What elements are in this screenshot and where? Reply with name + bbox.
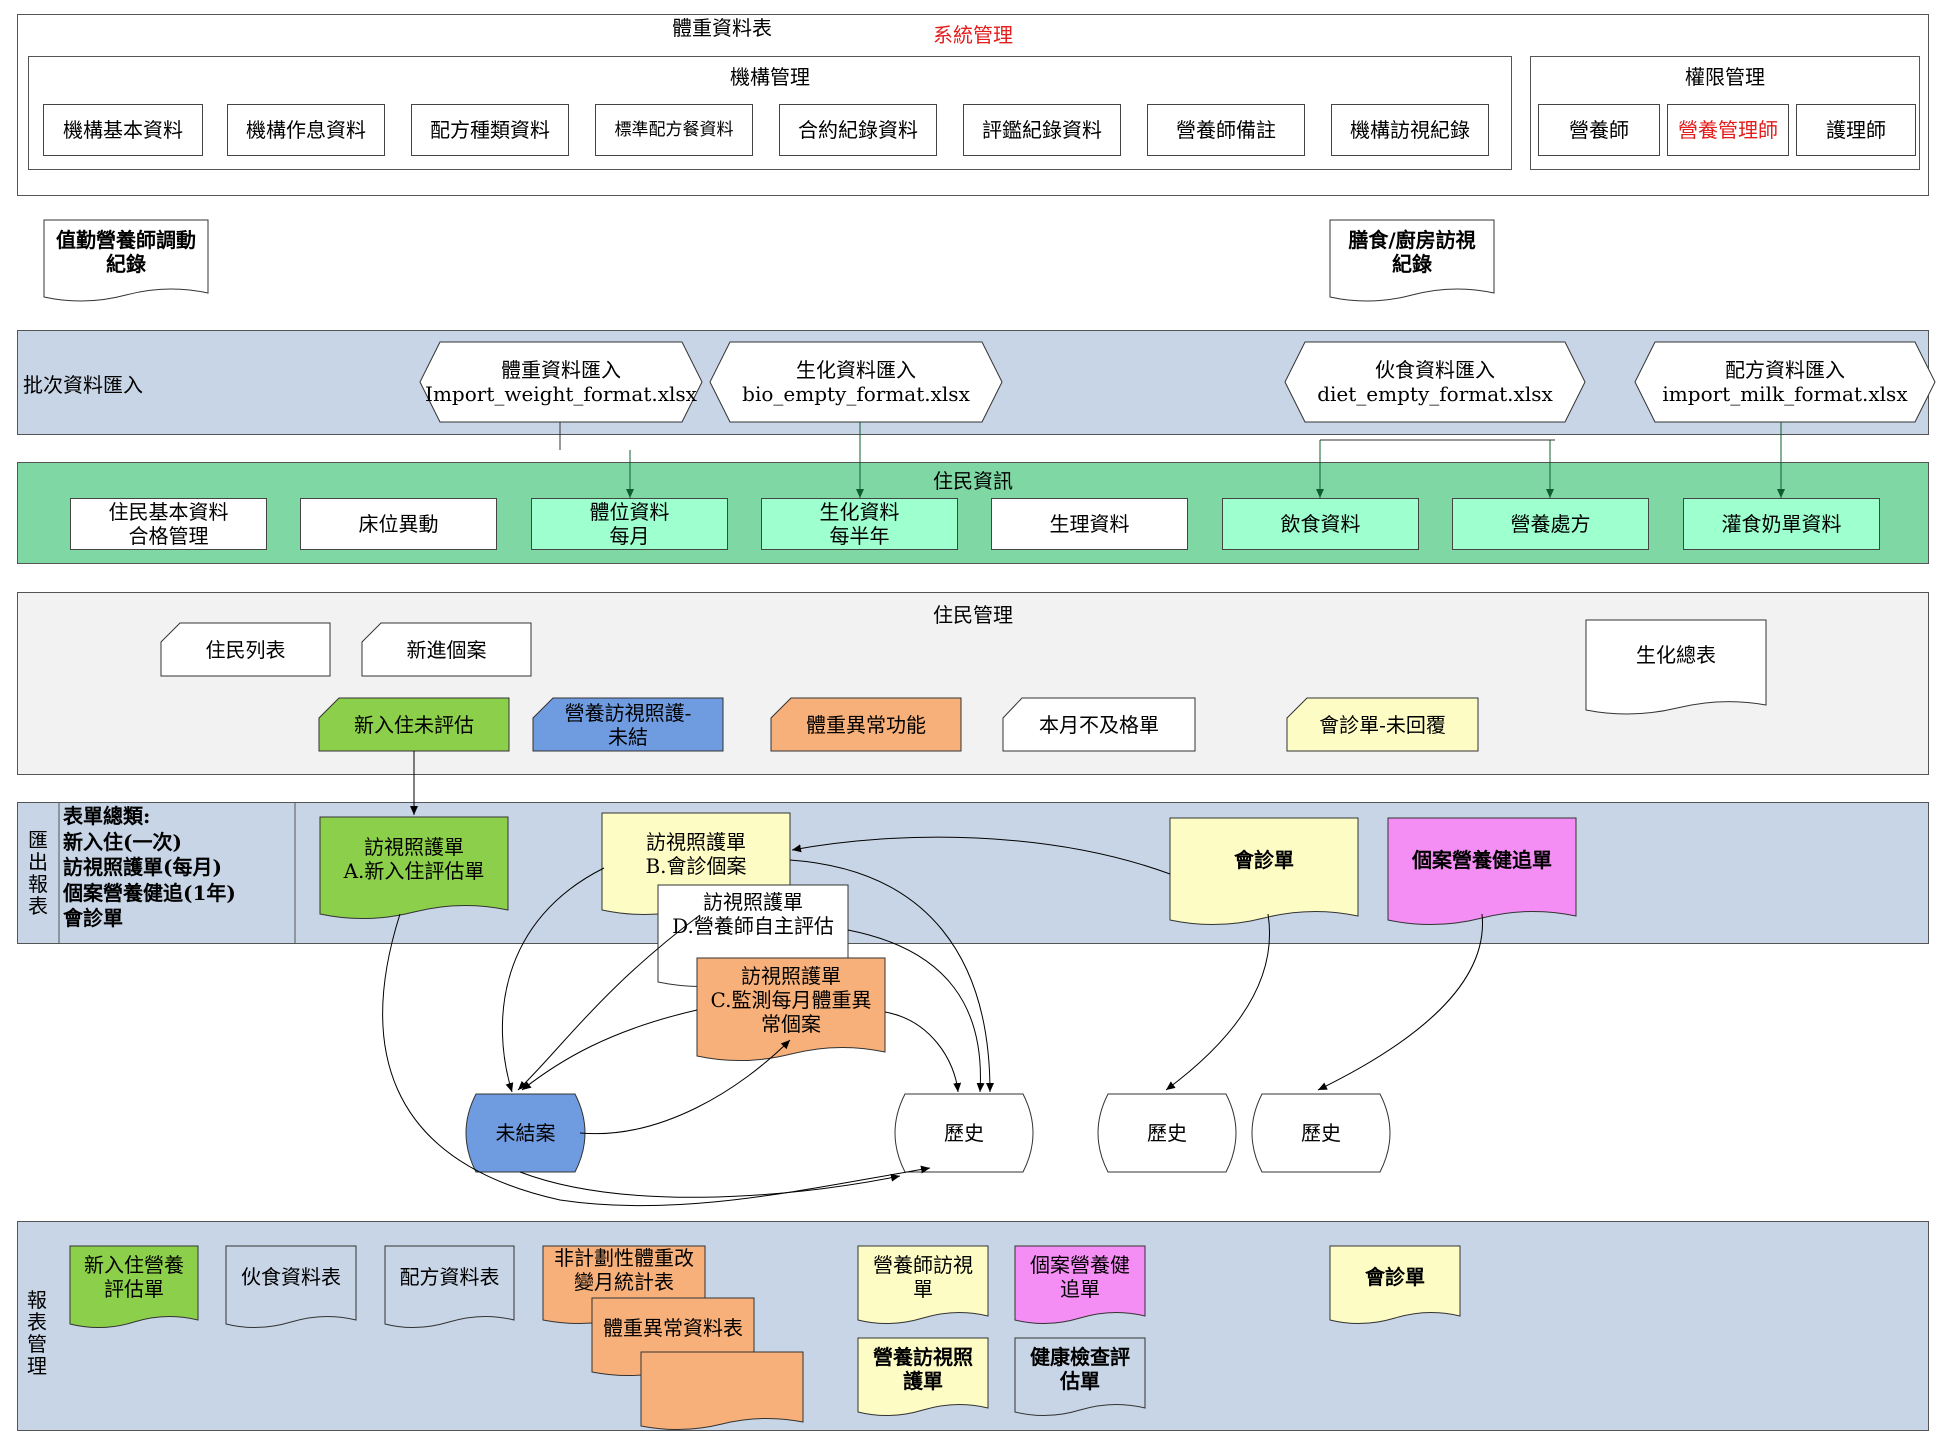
report-new-assessment[interactable] bbox=[69, 1245, 199, 1329]
consult-doc[interactable] bbox=[1169, 817, 1359, 925]
bio-summary-doc[interactable] bbox=[1585, 619, 1767, 715]
system-management-panel: 系統管理 bbox=[17, 14, 1929, 196]
org-item-dietitian-note[interactable]: 營養師備註 bbox=[1147, 104, 1305, 156]
info-body-data[interactable]: 體位資料 每月 bbox=[531, 498, 728, 550]
card-weight-abnormal[interactable] bbox=[770, 697, 962, 752]
batch-import-title: 批次資料匯入 bbox=[23, 373, 143, 397]
duty-record-doc bbox=[43, 219, 209, 302]
permission-title: 權限管理 bbox=[1685, 65, 1765, 89]
info-bed-change[interactable]: 床位異動 bbox=[300, 498, 497, 550]
form-a-doc[interactable] bbox=[319, 816, 509, 919]
org-management-title: 機構管理 bbox=[730, 65, 810, 89]
org-item-formula-type[interactable]: 配方種類資料 bbox=[411, 104, 569, 156]
report-formula[interactable] bbox=[384, 1245, 515, 1329]
hex-diet-import[interactable] bbox=[1284, 341, 1586, 423]
info-basic-qualify[interactable]: 住民基本資料 合格管理 bbox=[70, 498, 267, 550]
system-management-title: 系統管理 bbox=[933, 23, 1013, 47]
perm-item-nurse[interactable]: 護理師 bbox=[1796, 104, 1916, 156]
report-weight-data[interactable] bbox=[640, 1351, 804, 1431]
report-consult[interactable] bbox=[1329, 1245, 1461, 1325]
info-bio-data[interactable]: 生化資料 每半年 bbox=[761, 498, 958, 550]
hex-bio-import[interactable] bbox=[709, 341, 1003, 423]
tracking-doc[interactable] bbox=[1387, 817, 1577, 925]
kitchen-visit-doc bbox=[1329, 219, 1495, 302]
resident-mgmt-title: 住民管理 bbox=[933, 603, 1013, 627]
report-dietitian-visit[interactable] bbox=[857, 1245, 989, 1325]
org-management-panel: 機構管理 bbox=[28, 56, 1512, 170]
form-c-doc[interactable] bbox=[696, 957, 886, 1061]
card-consult-unreplied[interactable] bbox=[1286, 697, 1479, 752]
hex-weight-import[interactable] bbox=[419, 341, 703, 423]
tab-new-case[interactable] bbox=[361, 622, 532, 677]
tab-resident-list[interactable] bbox=[160, 622, 331, 677]
history-store-2 bbox=[1097, 1093, 1237, 1173]
info-tube-milk[interactable]: 灌食奶單資料 bbox=[1683, 498, 1880, 550]
report-diet[interactable] bbox=[225, 1245, 357, 1329]
export-form-summary: 表單總類: 新入住(一次) 訪視照護單(每月) 個案營養健追(1年) 會診單 bbox=[63, 804, 236, 931]
report-nutrition-visit[interactable] bbox=[857, 1337, 989, 1417]
org-item-standard-formula[interactable]: 標準配方餐資料 bbox=[595, 104, 753, 156]
report-health-check[interactable] bbox=[1014, 1337, 1146, 1417]
info-diet-data[interactable]: 飲食資料 bbox=[1222, 498, 1419, 550]
history-store-1 bbox=[894, 1093, 1034, 1173]
info-nutrition-prescription[interactable]: 營養處方 bbox=[1452, 498, 1649, 550]
report-tracking[interactable] bbox=[1014, 1245, 1146, 1325]
resident-info-title: 住民資訊 bbox=[933, 469, 1013, 493]
permission-panel: 權限管理 bbox=[1530, 56, 1920, 170]
org-item-evaluation[interactable]: 評鑑紀錄資料 bbox=[963, 104, 1121, 156]
org-item-schedule[interactable]: 機構作息資料 bbox=[227, 104, 385, 156]
info-physio-data[interactable]: 生理資料 bbox=[991, 498, 1188, 550]
open-case-store[interactable] bbox=[465, 1093, 586, 1173]
history-store-3 bbox=[1251, 1093, 1391, 1173]
org-item-visit-record[interactable]: 機構訪視紀錄 bbox=[1331, 104, 1489, 156]
perm-item-nutrition-manager[interactable]: 營養管理師 bbox=[1667, 104, 1789, 156]
org-item-contract[interactable]: 合約紀錄資料 bbox=[779, 104, 937, 156]
card-visit-unclosed[interactable] bbox=[532, 697, 724, 752]
card-monthly-fail[interactable] bbox=[1002, 697, 1196, 752]
card-new-unassessed[interactable] bbox=[318, 697, 510, 752]
hex-milk-import[interactable] bbox=[1634, 341, 1936, 423]
org-item-basic[interactable]: 機構基本資料 bbox=[43, 104, 203, 156]
perm-item-dietitian[interactable]: 營養師 bbox=[1538, 104, 1660, 156]
